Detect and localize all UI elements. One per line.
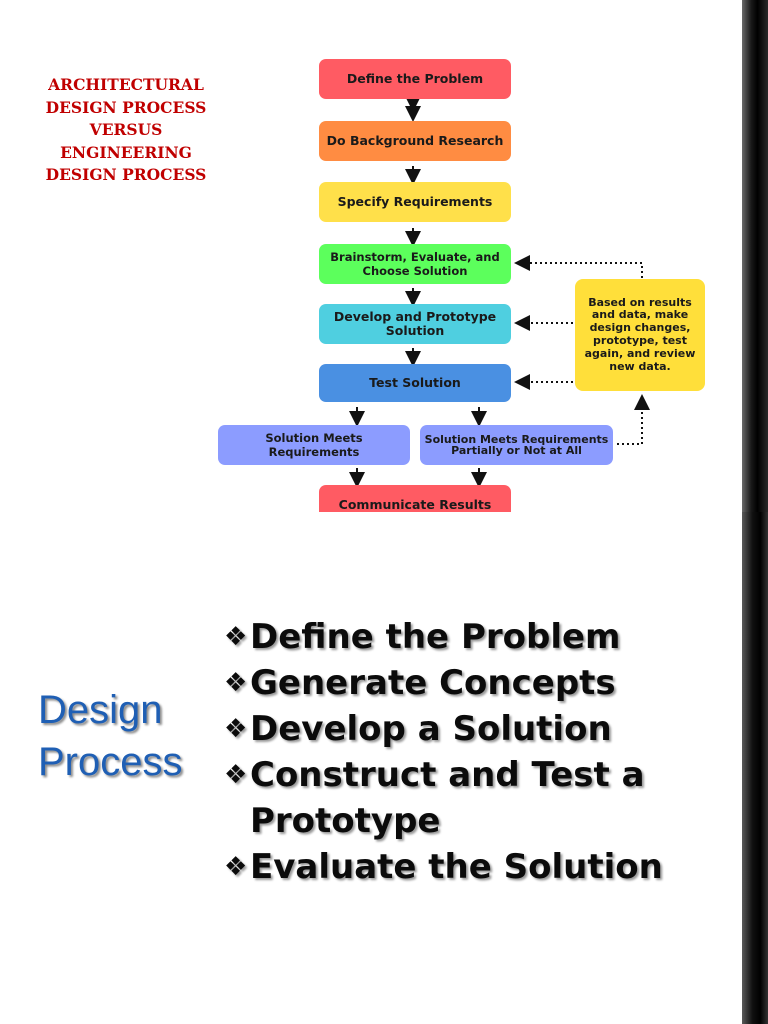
side-title-line: DESIGN PROCESS bbox=[45, 165, 207, 184]
title-line: Design bbox=[38, 688, 163, 732]
list-item-text: Develop a Solution bbox=[250, 709, 612, 749]
flow-step-brainstorm: Brainstorm, Evaluate, and Choose Solutio… bbox=[319, 244, 511, 284]
flow-step-develop: Develop and Prototype Solution bbox=[319, 304, 511, 344]
design-steps-list: ❖Define the Problem ❖Generate Concepts ❖… bbox=[224, 614, 744, 890]
flow-step-communicate: Communicate Results bbox=[319, 485, 511, 512]
slide-edge-decoration bbox=[742, 512, 768, 1024]
side-title-line: ARCHITECTURAL bbox=[48, 75, 204, 94]
side-title-line: ENGINEERING bbox=[60, 142, 192, 162]
title-line: Process bbox=[38, 740, 183, 784]
flow-step-partial: Solution Meets Requirements Partially or… bbox=[420, 425, 613, 465]
diamond-bullet-icon: ❖ bbox=[224, 668, 248, 698]
list-item: ❖Evaluate the Solution bbox=[224, 844, 744, 890]
flow-step-define: Define the Problem bbox=[319, 59, 511, 99]
list-item: ❖Define the Problem bbox=[224, 614, 744, 660]
slide-design-process bbox=[0, 512, 768, 1024]
flow-arrows bbox=[349, 96, 650, 488]
list-item: ❖Develop a Solution bbox=[224, 706, 744, 752]
down-arrow-icon bbox=[349, 166, 487, 488]
diamond-bullet-icon: ❖ bbox=[224, 714, 248, 744]
list-item: ❖Generate Concepts bbox=[224, 660, 744, 706]
list-item-text: Evaluate the Solution bbox=[250, 847, 663, 887]
flow-step-test: Test Solution bbox=[319, 364, 511, 402]
list-item-text: Construct and Test a Prototype bbox=[250, 755, 645, 841]
slide-edge-decoration bbox=[742, 0, 768, 512]
design-process-title: Design Process bbox=[38, 684, 218, 788]
diamond-bullet-icon: ❖ bbox=[224, 760, 248, 790]
feedback-arrow-icon bbox=[514, 255, 650, 445]
flow-step-specify: Specify Requirements bbox=[319, 182, 511, 222]
side-title-line: VERSUS bbox=[89, 120, 163, 139]
flow-step-meets: Solution Meets Requirements bbox=[218, 425, 410, 465]
feedback-note: Based on results and data, make design c… bbox=[575, 279, 705, 391]
list-item: ❖Construct and Test a Prototype bbox=[224, 752, 744, 844]
slide-architectural-vs-engineering: ARCHITECTURAL DESIGN PROCESS VERSUS ENGI… bbox=[28, 0, 768, 512]
side-title: ARCHITECTURAL DESIGN PROCESS VERSUS ENGI… bbox=[28, 74, 224, 187]
diamond-bullet-icon: ❖ bbox=[224, 622, 248, 652]
list-item-text: Generate Concepts bbox=[250, 663, 616, 703]
list-item-text: Define the Problem bbox=[250, 617, 621, 657]
diamond-bullet-icon: ❖ bbox=[224, 852, 248, 882]
flow-step-research: Do Background Research bbox=[319, 121, 511, 161]
side-title-line: DESIGN PROCESS bbox=[45, 97, 207, 117]
